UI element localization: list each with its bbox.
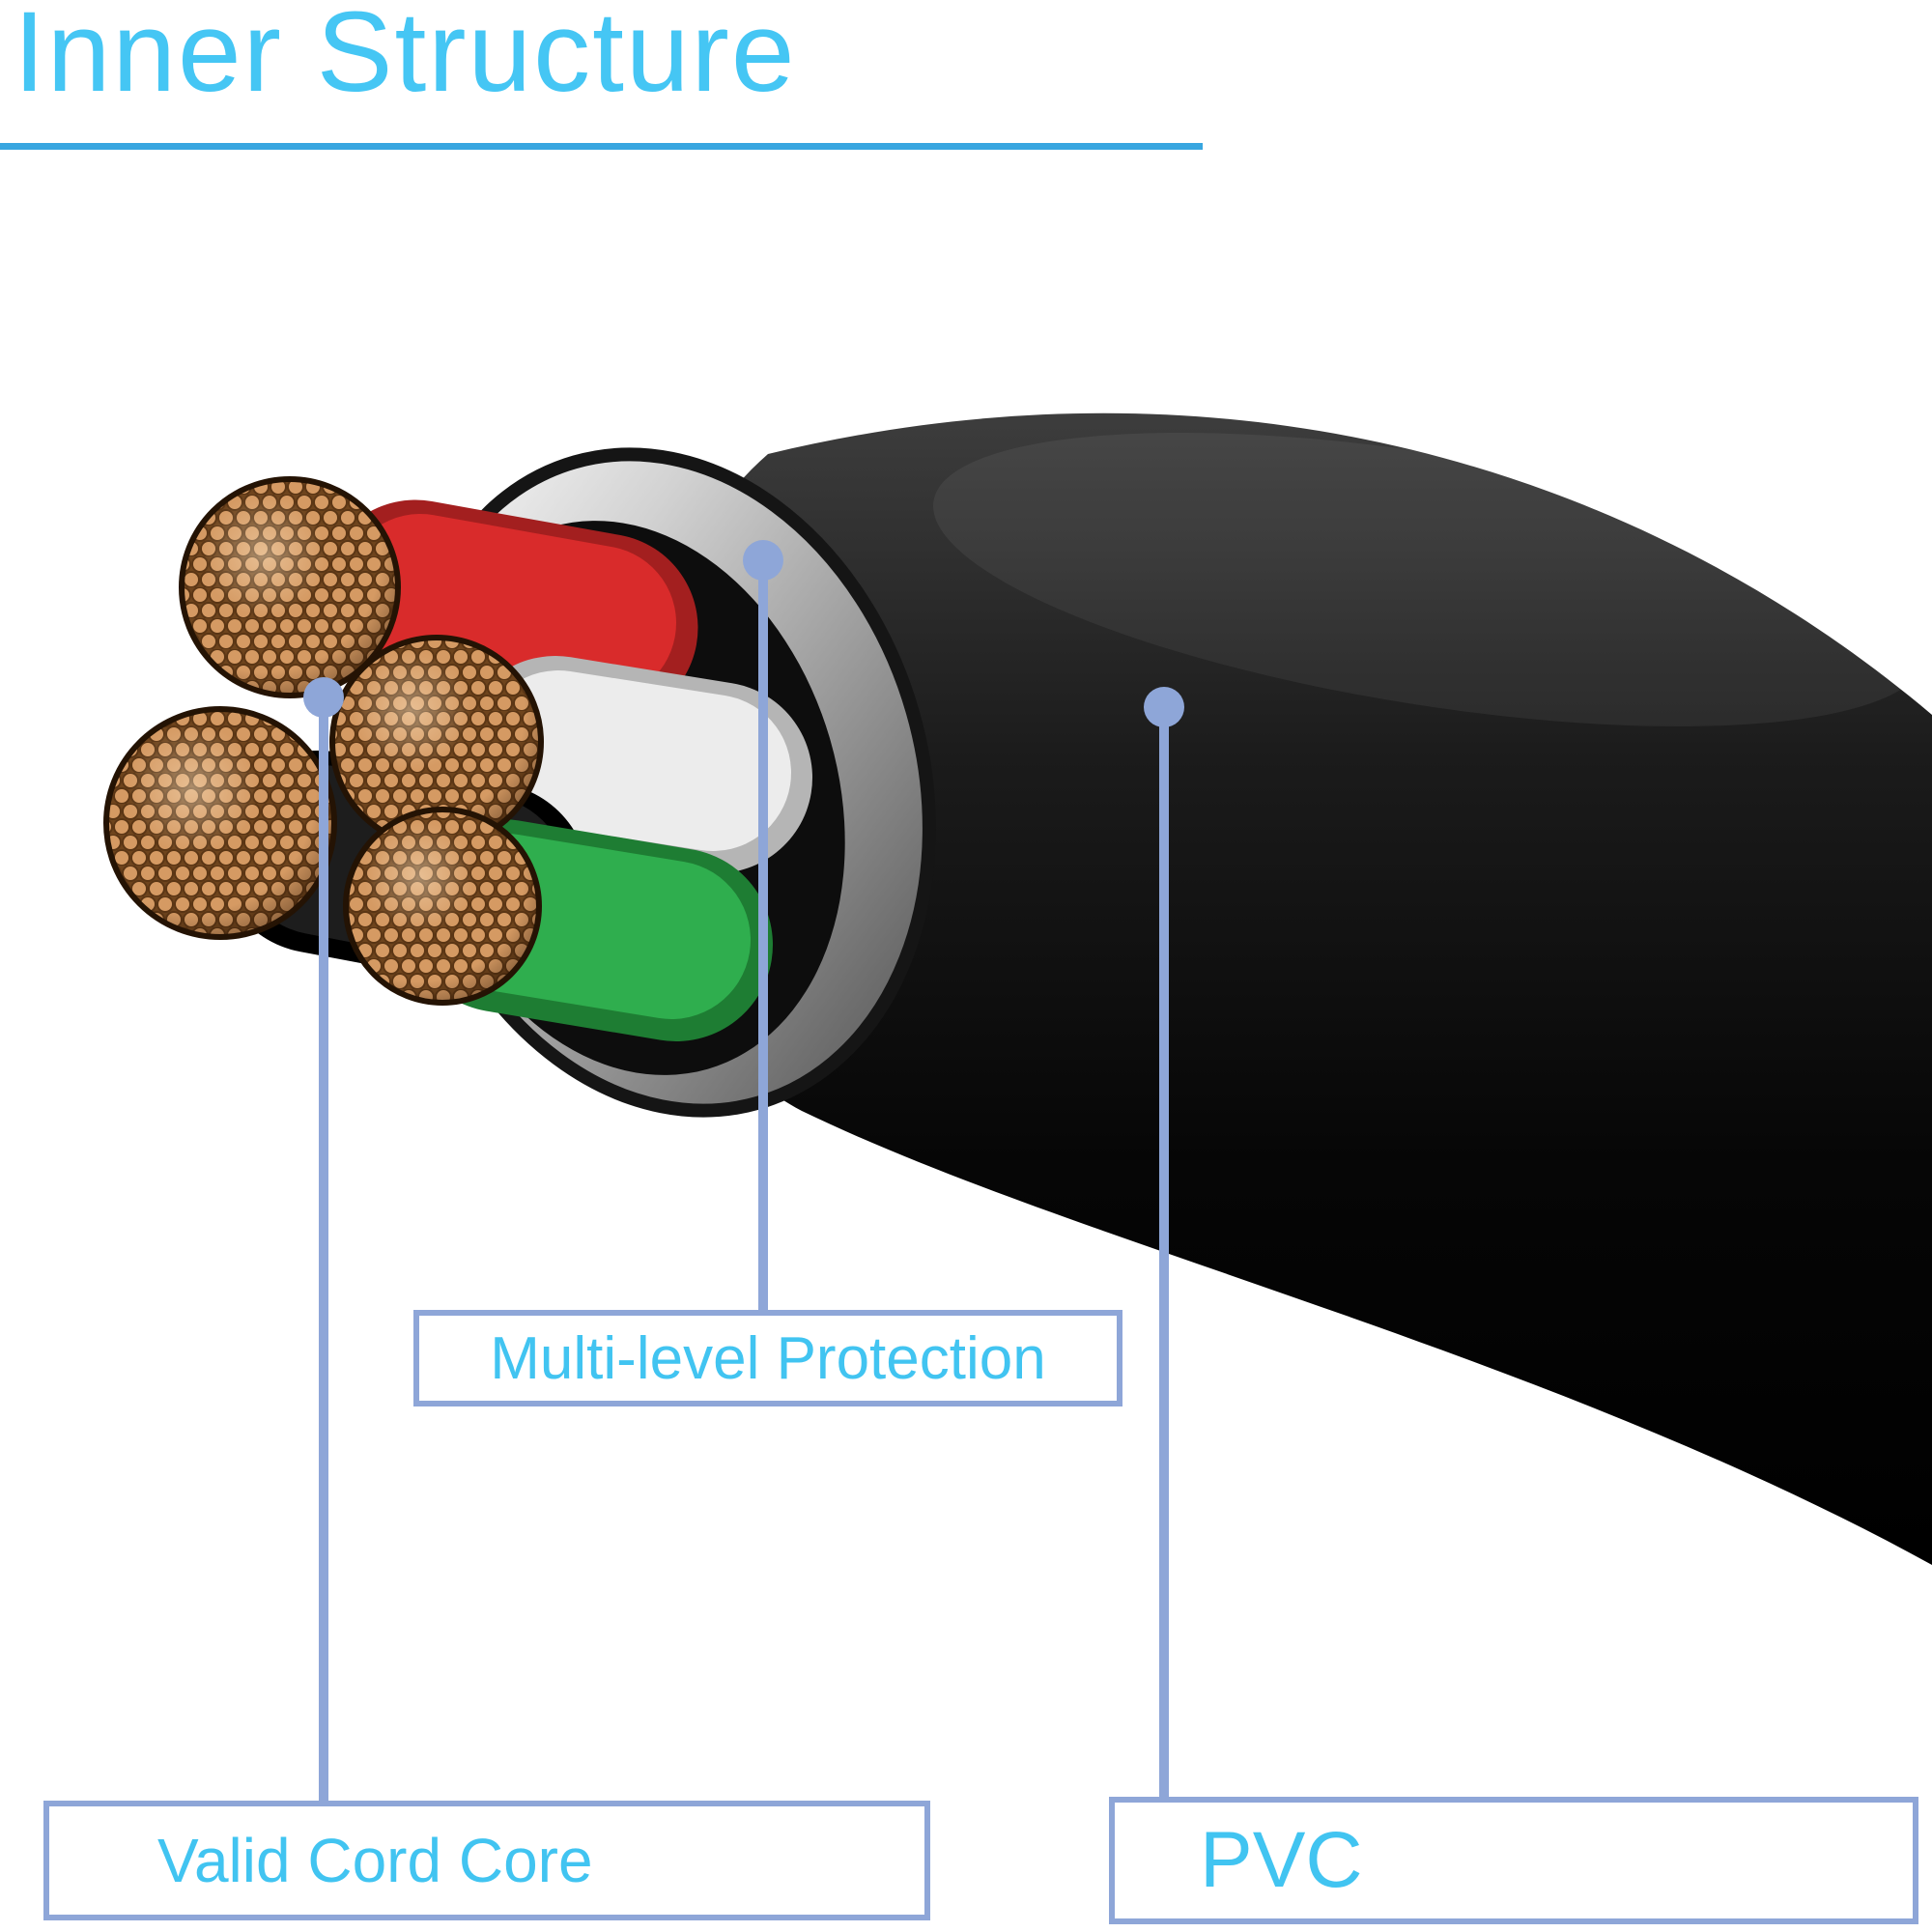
- copper-core-green-wire: [343, 807, 542, 1006]
- callout-label-core: Valid Cord Core: [157, 1826, 593, 1895]
- callout-dot-core: [303, 677, 344, 718]
- cable-jacket: [637, 412, 1932, 1566]
- copper-core-bottom-left: [103, 706, 337, 940]
- callout-box-pvc: PVC: [1109, 1797, 1918, 1924]
- title-underline: [0, 143, 1203, 150]
- callout-dot-pvc: [1144, 687, 1184, 727]
- callout-label-protection: Multi-level Protection: [490, 1324, 1046, 1392]
- copper-core-top: [179, 476, 401, 698]
- page-title: Inner Structure: [14, 0, 797, 116]
- callout-box-protection: Multi-level Protection: [413, 1310, 1122, 1406]
- callout-dot-protection: [743, 540, 783, 581]
- callout-box-core: Valid Cord Core: [43, 1801, 930, 1920]
- callout-connectors: [303, 540, 1184, 1803]
- insulation-red: [321, 499, 698, 723]
- copper-core-middle: [329, 635, 544, 849]
- insulation-white: [460, 656, 812, 873]
- callout-label-pvc: PVC: [1200, 1816, 1363, 1904]
